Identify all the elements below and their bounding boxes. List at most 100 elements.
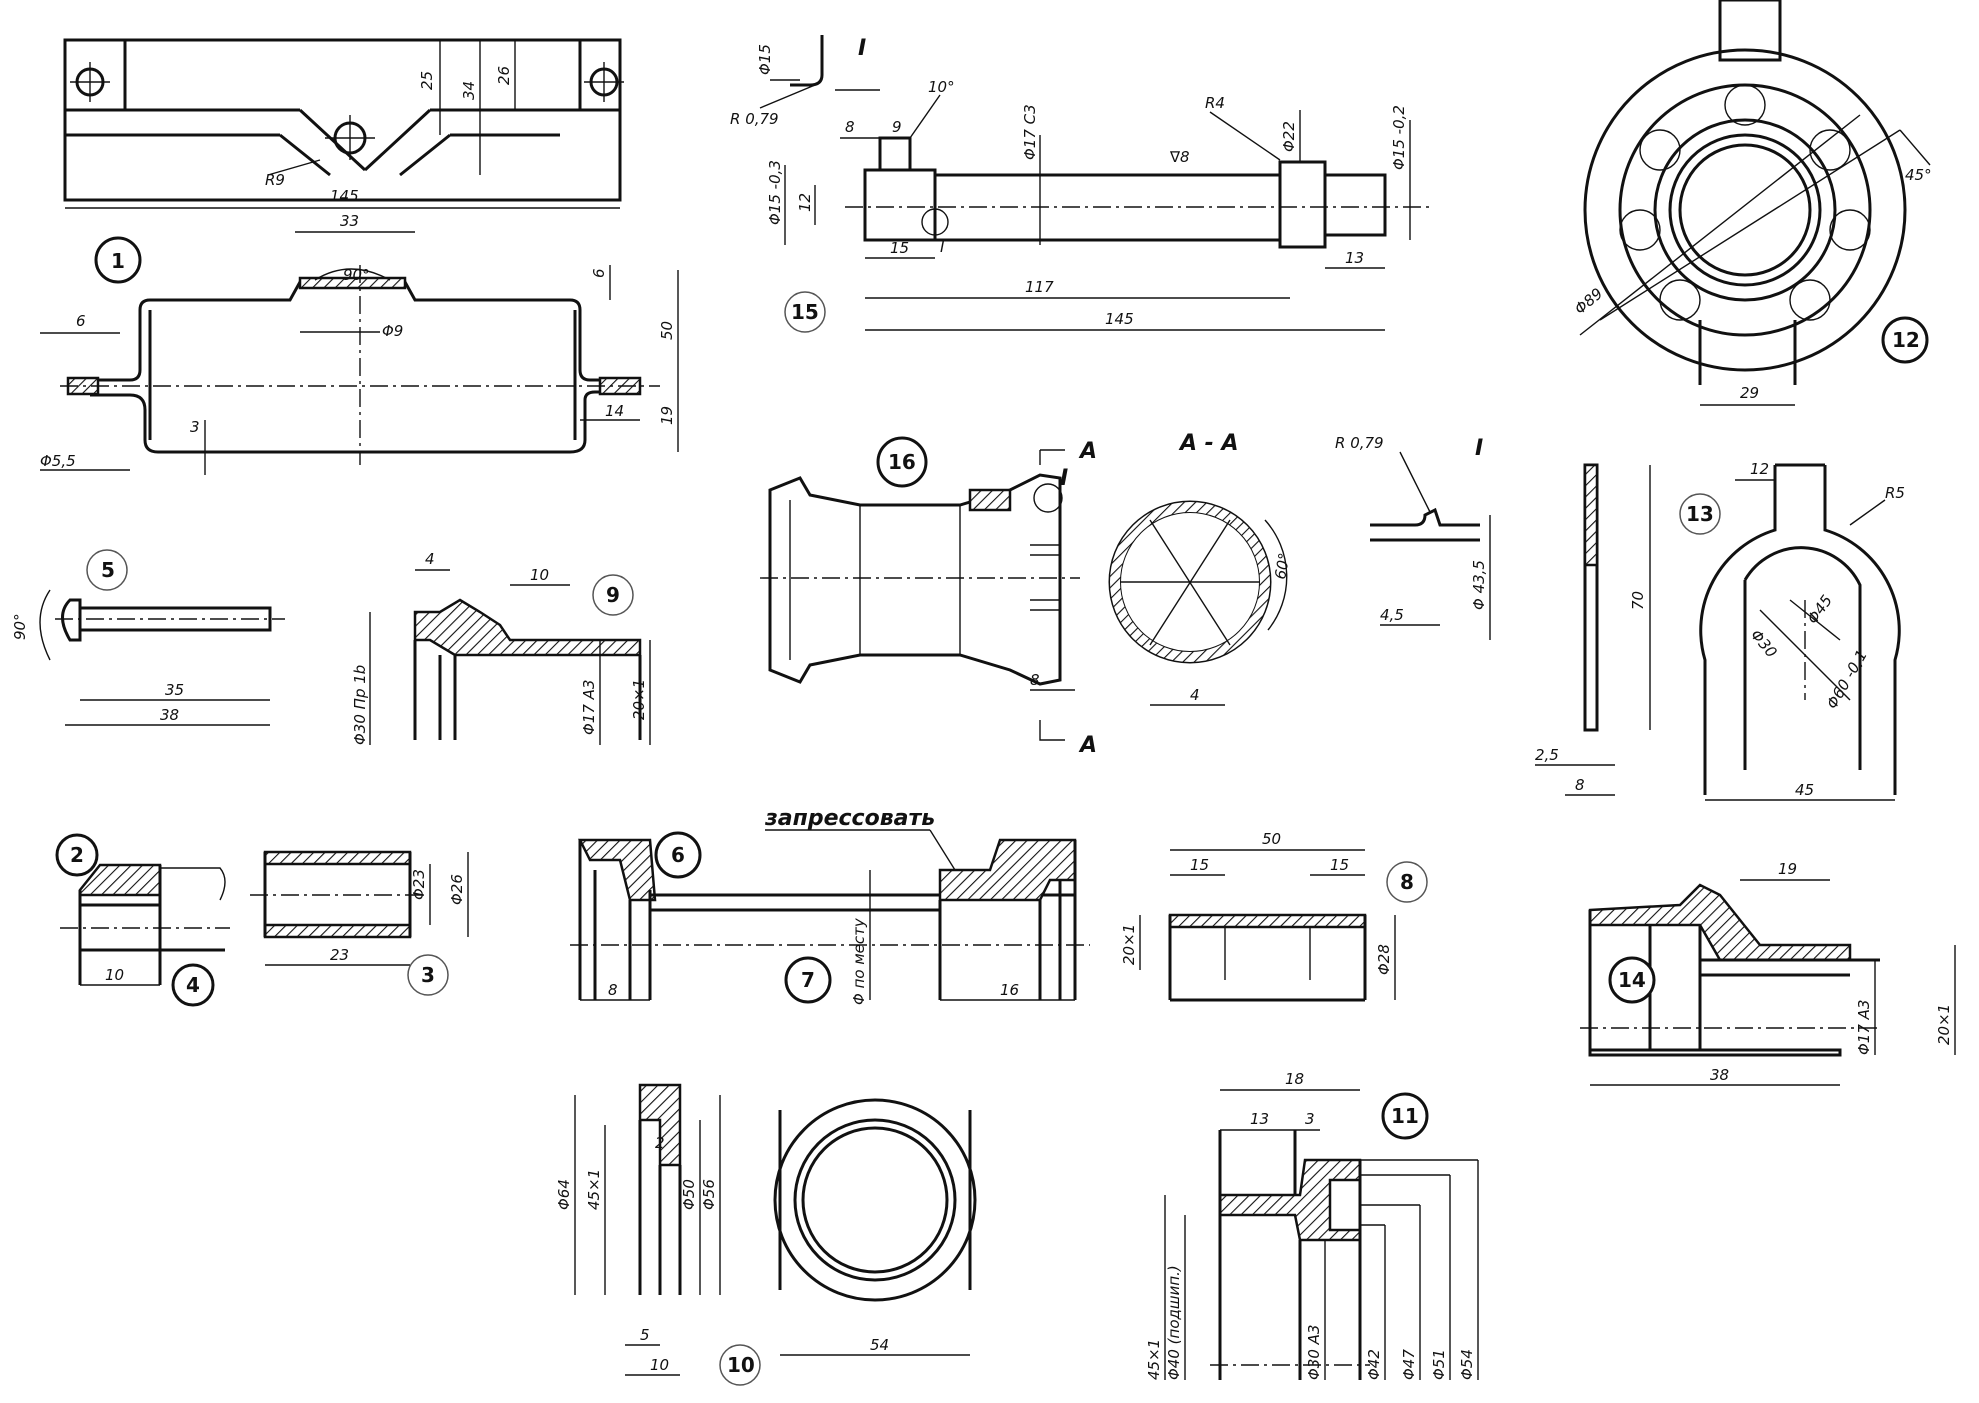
svg-text:3: 3: [421, 963, 435, 987]
svg-text:60°: 60°: [1271, 551, 1293, 580]
svg-text:117: 117: [1025, 278, 1054, 296]
part-2-4-nut: 2 10 4: [55, 833, 230, 1007]
svg-text:I: I: [1060, 466, 1068, 491]
svg-text:20×1: 20×1: [1935, 1004, 1953, 1045]
part-12-sprocket: 45° Φ89 29 12: [1571, 0, 1932, 406]
part-14-cone: 19 38 Φ17 A3 20×1 14: [1580, 860, 1956, 1086]
dim-34: 34: [460, 81, 478, 100]
part-number-2: [55, 833, 99, 877]
dim-phi9: Φ9: [382, 322, 403, 340]
svg-text:Φ50: Φ50: [680, 1179, 698, 1210]
dim-90deg: 90°: [343, 266, 370, 284]
dim-phi55: Φ5,5: [40, 452, 76, 470]
part-6-7-assembly: запрессовать 8 16 Φ по месту 6 7: [570, 806, 1090, 1005]
dim-29: 29: [1740, 384, 1759, 402]
svg-text:9: 9: [606, 583, 620, 607]
svg-text:15: 15: [890, 239, 909, 257]
svg-text:Φ 43,5: Φ 43,5: [1470, 560, 1488, 610]
svg-text:∇8: ∇8: [1169, 148, 1190, 166]
part-3-sleeve: 23 Φ23 Φ26 3: [250, 850, 469, 996]
cone-section: [413, 598, 642, 657]
svg-text:Φ17 A3: Φ17 A3: [580, 680, 598, 735]
svg-text:10: 10: [727, 1353, 755, 1377]
dim-145: 145: [330, 187, 359, 205]
part-number-9: [592, 574, 634, 616]
part-number-14: [1608, 956, 1656, 1004]
svg-text:I: I: [940, 238, 945, 256]
svg-text:Φ30: Φ30: [1747, 626, 1781, 661]
svg-text:38: 38: [160, 706, 179, 724]
svg-text:12: 12: [1750, 460, 1769, 478]
part-11-cup: 18 13 3 11 45×1 Φ40 (подшип.) Φ30 A3 Φ42…: [1145, 1070, 1479, 1380]
part-1-plan-outline: [63, 38, 622, 202]
svg-text:13: 13: [1250, 1110, 1269, 1128]
part-5-pin: 5 90° 35 38: [11, 549, 285, 726]
part-number-12: [1881, 316, 1929, 364]
svg-text:Φ30 Пр 1b: Φ30 Пр 1b: [351, 665, 369, 745]
svg-text:R 0,79: R 0,79: [1335, 434, 1384, 452]
part-number-7: [784, 956, 832, 1004]
svg-text:Φ15 -0,2: Φ15 -0,2: [1390, 105, 1408, 170]
svg-text:Φ47: Φ47: [1400, 1349, 1418, 1380]
svg-text:16: 16: [1000, 981, 1019, 999]
svg-text:18: 18: [1285, 1070, 1304, 1088]
dim-3: 3: [190, 418, 200, 436]
svg-text:11: 11: [1391, 1104, 1419, 1128]
svg-text:10: 10: [105, 966, 124, 984]
svg-text:90°: 90°: [11, 613, 29, 640]
part-15-axle: I Φ15 I R 0,79 8 9 10° Φ17 C3 R4 ∇8 Φ22 …: [730, 35, 1430, 333]
svg-text:19: 19: [1778, 860, 1797, 878]
svg-text:Φ28: Φ28: [1375, 944, 1393, 975]
svg-text:45×1: 45×1: [585, 1169, 603, 1210]
part-10-section: [638, 1083, 682, 1167]
sprocket-outer: [1583, 48, 1907, 372]
svg-text:38: 38: [1710, 1066, 1729, 1084]
svg-text:2: 2: [70, 843, 84, 867]
part-number-13: [1679, 493, 1721, 535]
svg-text:8: 8: [1030, 671, 1040, 689]
svg-text:6: 6: [671, 843, 685, 867]
part-number-3: [407, 954, 449, 996]
part-1-section-outer: [90, 280, 640, 382]
svg-text:Φ30 A3: Φ30 A3: [1305, 1325, 1323, 1380]
svg-text:4,5: 4,5: [1380, 606, 1404, 624]
dim-6: 6: [590, 268, 608, 278]
svg-text:50: 50: [1262, 830, 1281, 848]
dim-19: 19: [658, 406, 676, 425]
svg-text:15: 15: [791, 300, 819, 324]
svg-text:Φ64: Φ64: [555, 1179, 573, 1210]
svg-text:4: 4: [425, 550, 435, 568]
svg-text:15: 15: [1330, 856, 1349, 874]
svg-text:7: 7: [801, 968, 815, 992]
svg-text:15: 15: [1190, 856, 1209, 874]
svg-text:R4: R4: [1205, 94, 1225, 112]
svg-text:9: 9: [892, 118, 902, 136]
part-number-11: [1381, 1092, 1429, 1140]
part-number-10: [719, 1344, 761, 1386]
part-6-section: [577, 838, 657, 902]
svg-text:14: 14: [1618, 968, 1646, 992]
part-13-plate: 70 2,5 8 13 12 R5 Φ30 Φ45 Φ60 -0,1 45: [1535, 460, 1905, 801]
part-number-16: [876, 436, 928, 488]
part-9-cone: 9 4 10 Φ30 Пр 1b Φ17 A3 20×1: [351, 550, 651, 745]
detail-I-groove: [1370, 507, 1480, 527]
svg-text:10: 10: [530, 566, 549, 584]
svg-text:Φ56: Φ56: [700, 1179, 718, 1210]
svg-text:8: 8: [845, 118, 855, 136]
dim-14: 14: [605, 402, 624, 420]
svg-text:8: 8: [608, 981, 618, 999]
svg-text:4: 4: [1190, 686, 1200, 704]
svg-text:20×1: 20×1: [1120, 924, 1138, 965]
dim-26: 26: [495, 66, 513, 85]
part-7-section: [938, 838, 1077, 902]
section-AA-label: A - A: [1178, 431, 1239, 456]
dim-6b: 6: [76, 312, 86, 330]
svg-text:I: I: [1475, 436, 1483, 461]
svg-text:45×1: 45×1: [1145, 1339, 1163, 1380]
part-11-section: [1218, 1158, 1362, 1242]
dim-50: 50: [658, 321, 676, 340]
dim-33: 33: [340, 212, 359, 230]
svg-text:5: 5: [101, 558, 115, 582]
svg-text:A: A: [1078, 439, 1097, 464]
